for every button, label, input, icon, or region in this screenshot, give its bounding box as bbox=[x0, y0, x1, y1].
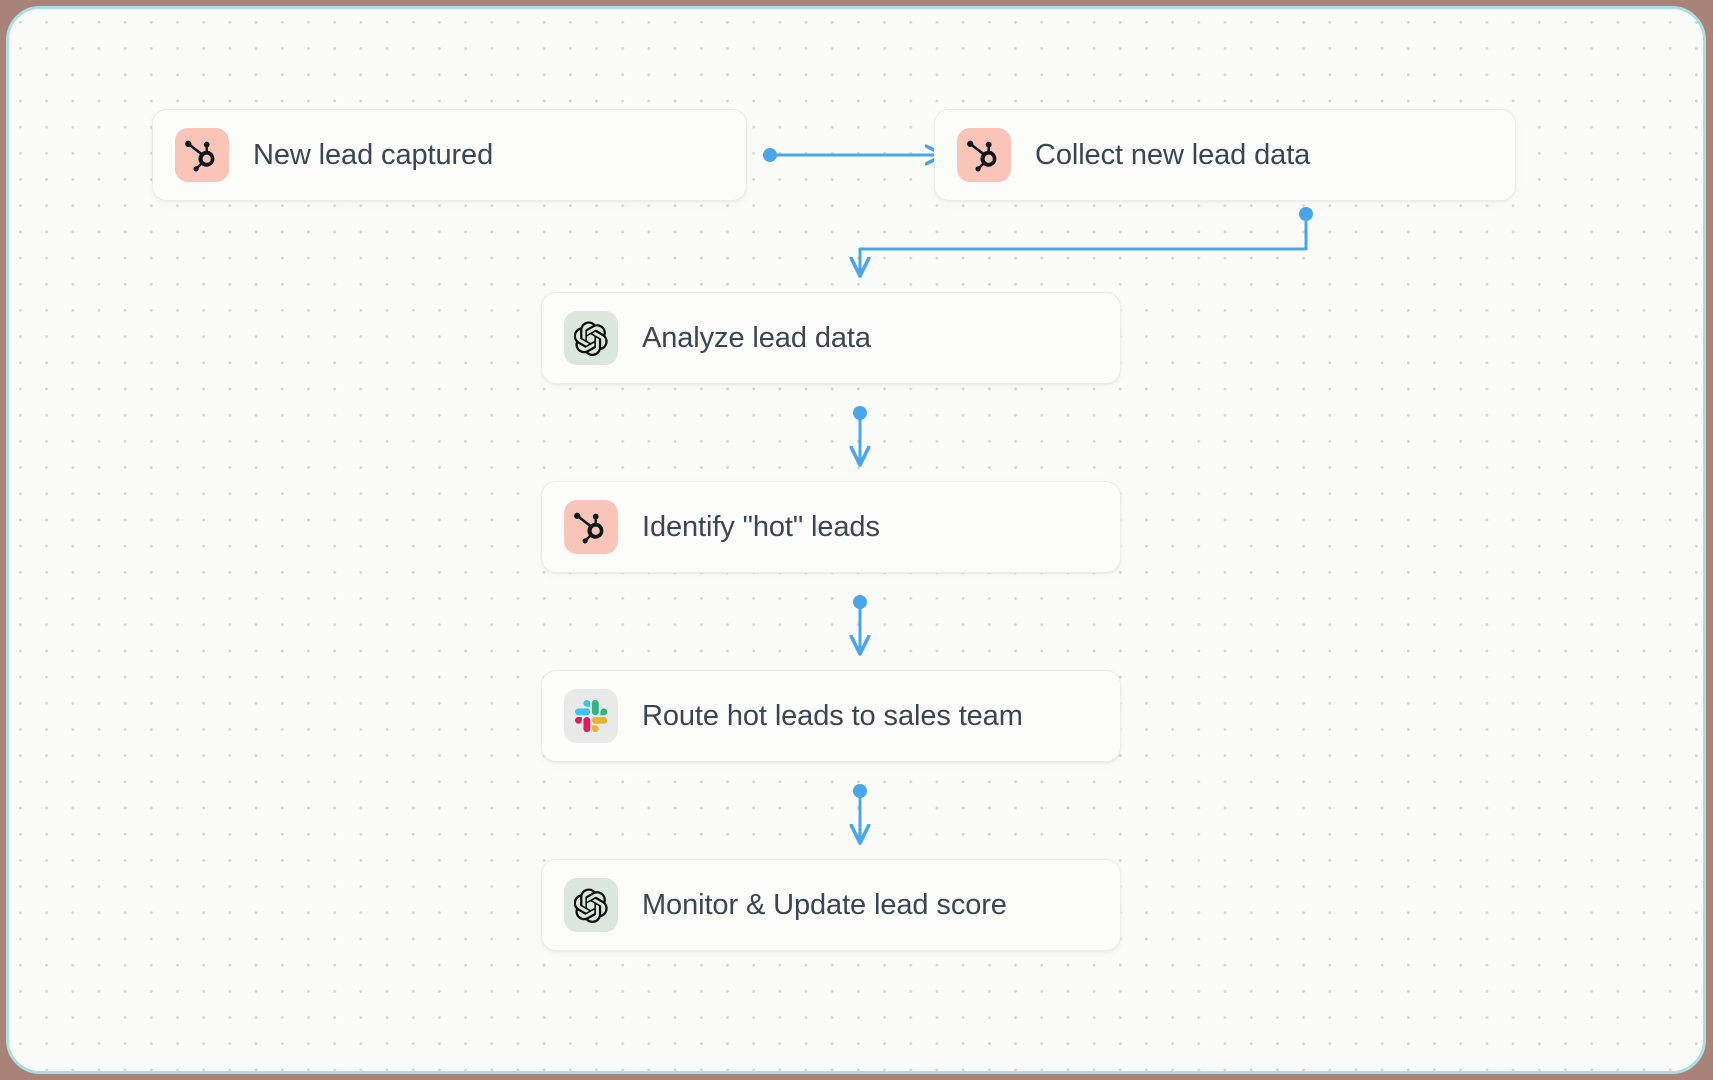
openai-icon bbox=[564, 311, 618, 365]
node-identify-hot-leads[interactable]: Identify "hot" leads bbox=[541, 481, 1121, 573]
hubspot-icon bbox=[564, 500, 618, 554]
hubspot-icon bbox=[957, 128, 1011, 182]
edge-identify-to-route bbox=[853, 595, 867, 653]
edge-collect-to-analyze bbox=[860, 207, 1313, 275]
node-collect-new-lead-data[interactable]: Collect new lead data bbox=[934, 109, 1516, 201]
node-label: Collect new lead data bbox=[1035, 138, 1311, 171]
node-label: New lead captured bbox=[253, 138, 494, 171]
openai-icon bbox=[564, 878, 618, 932]
node-route-hot-leads-to-sales-team[interactable]: Route hot leads to sales team bbox=[541, 670, 1121, 762]
node-label: Analyze lead data bbox=[642, 321, 871, 354]
edge-trigger-to-collect bbox=[763, 148, 943, 162]
workflow-canvas[interactable]: New lead captured Collect new lead data … bbox=[6, 6, 1706, 1074]
node-label: Monitor & Update lead score bbox=[642, 888, 1007, 921]
hubspot-icon bbox=[175, 128, 229, 182]
node-analyze-lead-data[interactable]: Analyze lead data bbox=[541, 292, 1121, 384]
node-new-lead-captured[interactable]: New lead captured bbox=[152, 109, 747, 201]
node-label: Identify "hot" leads bbox=[642, 510, 880, 543]
slack-icon bbox=[564, 689, 618, 743]
node-label: Route hot leads to sales team bbox=[642, 699, 1023, 732]
edge-route-to-monitor bbox=[853, 784, 867, 842]
node-monitor-update-lead-score[interactable]: Monitor & Update lead score bbox=[541, 859, 1121, 951]
edge-analyze-to-identify bbox=[853, 406, 867, 464]
